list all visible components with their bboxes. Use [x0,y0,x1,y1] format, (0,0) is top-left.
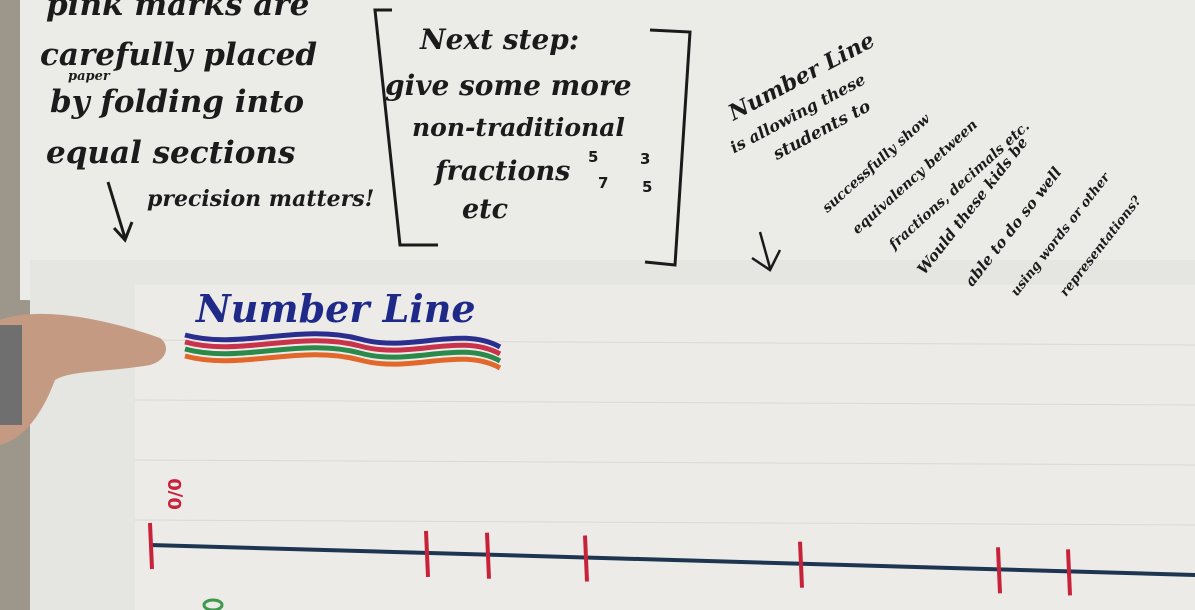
green-mark [202,598,224,610]
pointing-hand [0,313,166,445]
underline-wave-1 [184,331,502,350]
fraction-2-num: 3 [640,150,651,168]
left-note-line-3: by folding into [50,84,305,120]
left-note-insert: paper [68,69,110,84]
underline-wave-2 [184,338,502,357]
poster-title: Number Line [196,286,476,331]
fraction-1-den: 7 [598,174,609,192]
tick-mark-1 [148,522,154,570]
underline-wave-4 [184,352,502,371]
fraction-2-den: 5 [642,178,653,196]
upper-paper-sheet [20,0,1195,300]
left-note-line-1: pink marks are [46,0,310,23]
bracket-note-line-4: fractions [435,156,571,187]
left-note-arrow-text: precision matters! [147,186,375,212]
tick-mark-6 [996,547,1002,594]
tick-mark-2 [424,530,430,578]
bracket-note-line-3: non-traditional [412,113,625,142]
number-line [149,543,1195,577]
left-note-line-4: equal sections [46,135,296,171]
tick-mark-5 [798,541,804,588]
zero-label: 0/0 [164,478,186,510]
left-note-line-2: carefully placed [40,37,318,73]
number-line-ticks [148,522,1072,596]
tick-mark-4 [583,535,589,582]
title-underlines [184,331,502,371]
bracket-right [644,28,692,267]
bracket-note-line-2: give some more [385,69,632,102]
down-arrow-head-icon [112,221,134,243]
bracket-note-line-1: Next step: [420,23,580,56]
tick-mark-3 [485,532,491,579]
bracket-left [373,8,438,247]
tick-mark-7 [1066,549,1072,596]
down-arrow-small-icon [751,231,782,272]
bracket-note-line-5: etc [462,194,509,225]
fraction-1-num: 5 [588,148,599,166]
underline-wave-3 [184,345,502,364]
wrist-watch [0,325,22,425]
down-arrow-icon [106,181,127,239]
